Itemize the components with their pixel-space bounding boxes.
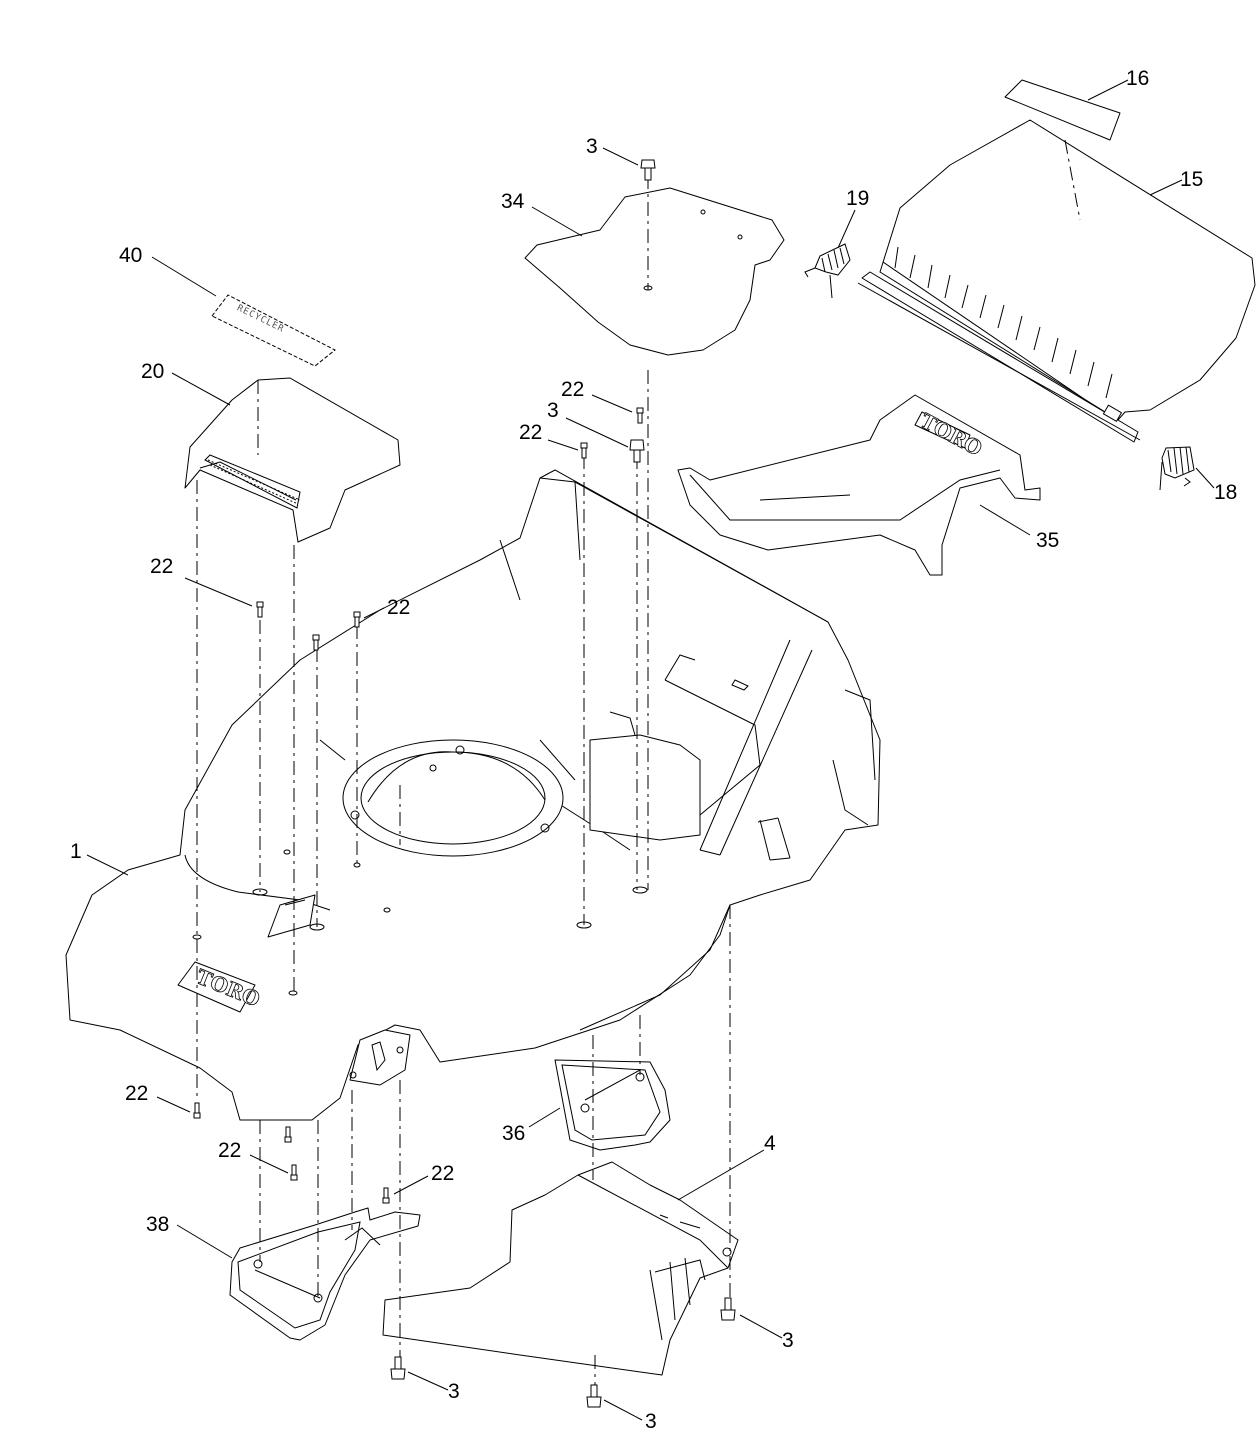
screw-22-c [256,601,264,618]
callout-labels: 16 15 19 18 35 3 34 40 20 22 3 22 22 22 … [70,67,1237,1433]
callout-38: 38 [146,1213,169,1236]
bolt-3-mid [629,439,645,463]
callout-19: 19 [846,187,869,210]
callout-20: 20 [141,360,164,383]
spring-18 [1159,446,1195,491]
callout-35: 35 [1036,529,1059,552]
screw-22-d [353,611,361,628]
fasteners [193,159,736,1408]
recycler-decal: RECYCLER [211,294,336,367]
callout-22-left: 22 [150,555,173,578]
decal-40-text: RECYCLER [235,303,286,335]
baffle-36 [554,1059,671,1151]
callout-3-bottom: 3 [645,1410,657,1433]
bolt-3-bottom [586,1384,602,1408]
callout-1: 1 [70,840,82,863]
screw-22-b [580,442,588,459]
callout-40: 40 [119,244,142,267]
callout-34: 34 [501,190,525,213]
bolt-3-lower-right [720,1297,736,1321]
callout-22-lower-mid: 22 [218,1139,241,1162]
callout-3-lower-left: 3 [448,1380,460,1403]
screw-22-g [284,1126,292,1143]
bolt-3-lower-left [390,1356,406,1380]
screw-22-f [193,1102,201,1119]
callout-3-lower-right: 3 [782,1329,794,1352]
mower-deck-housing: TORO [65,469,881,1121]
callout-22-lower-right: 22 [431,1162,454,1185]
callout-36: 36 [502,1122,525,1145]
callout-4: 4 [764,1132,776,1155]
callout-22-lower-left: 22 [125,1082,148,1105]
callout-18: 18 [1214,481,1237,504]
leader-lines [86,79,1215,1421]
top-plate [524,187,785,356]
screw-22-h [290,1164,298,1181]
lower-housing-4 [382,1161,739,1376]
baffle-38 [229,1207,421,1341]
rear-cover [184,377,401,543]
bolt-3-top [640,159,656,181]
callout-3-mid: 3 [547,399,559,422]
screw-22-i [382,1187,390,1204]
callout-15: 15 [1180,168,1203,191]
callout-16: 16 [1126,67,1149,90]
discharge-chute: TORO [677,394,1041,576]
assembly-axis-lines [196,139,1081,1385]
callout-22-center: 22 [387,596,410,619]
callout-3-top: 3 [586,135,598,158]
screw-22-a [636,407,644,424]
callout-22-mid: 22 [519,421,542,444]
spring-19 [804,243,851,299]
rear-flap-assembly [857,79,1256,443]
callout-22-top: 22 [561,378,584,401]
screw-22-e [312,634,320,651]
